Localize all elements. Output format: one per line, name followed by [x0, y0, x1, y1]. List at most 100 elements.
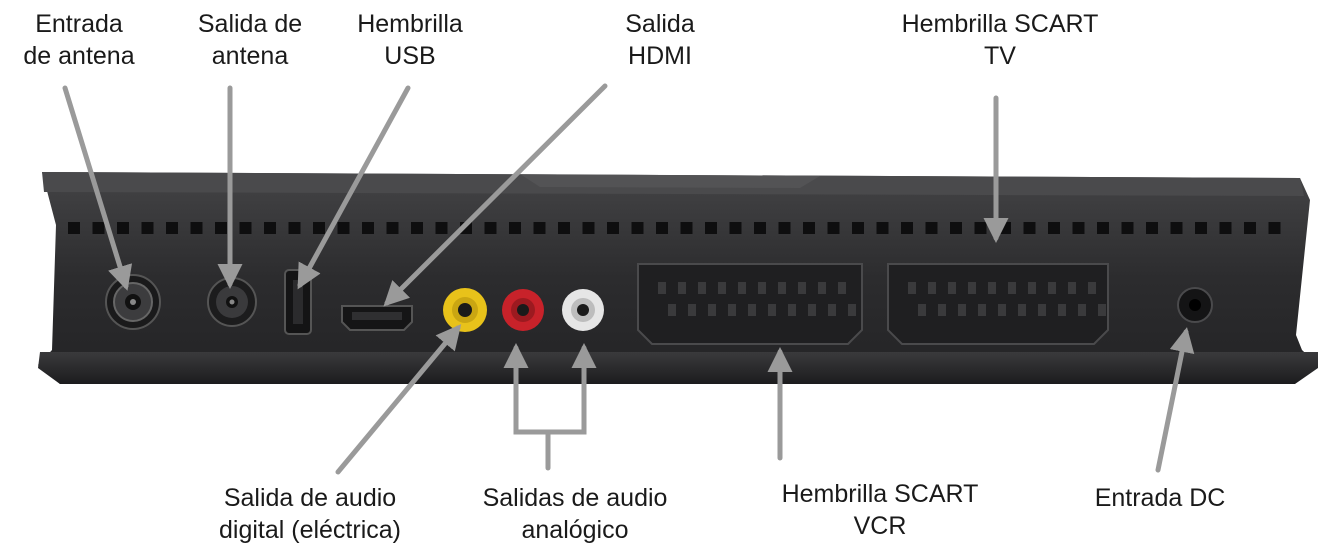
rca-white-jack — [562, 289, 604, 331]
scart-pin — [728, 304, 736, 316]
vent-slot — [852, 222, 864, 234]
hdmi-port — [341, 305, 413, 331]
vent-slot — [1097, 222, 1109, 234]
scart-pin — [768, 304, 776, 316]
vent-slot — [1121, 222, 1134, 234]
scart-pin — [668, 304, 676, 316]
scart-pin — [928, 282, 936, 294]
scart-pin — [1018, 304, 1026, 316]
scart-pin — [908, 282, 916, 294]
dc-in-jack — [1177, 287, 1213, 323]
vent-slot — [754, 222, 766, 234]
vent-slot — [558, 222, 570, 234]
label-dc-in: Entrada DC — [1094, 484, 1226, 512]
scart-pin — [1088, 282, 1096, 294]
vent-slot — [925, 222, 938, 234]
arrow-antenna-in — [62, 85, 133, 291]
vent-slot — [582, 222, 595, 234]
vent-slot — [1170, 222, 1183, 234]
vent-slot — [876, 222, 889, 234]
scart-pin — [1098, 304, 1106, 316]
label-antenna-in: Entrada de antena — [23, 10, 135, 70]
vent-slot — [901, 222, 913, 234]
arrow-usb — [297, 85, 411, 290]
vent-slot — [386, 222, 399, 234]
usb-port — [284, 269, 312, 335]
arrow-dc-in — [1155, 327, 1195, 473]
vent-slot — [656, 222, 668, 234]
label-scart-tv: Hembrilla SCART TV — [901, 10, 1099, 70]
scart-pin — [808, 304, 816, 316]
scart-pin — [708, 304, 716, 316]
vent-slot — [1195, 222, 1207, 234]
scart-pin — [978, 304, 986, 316]
label-usb: Hembrilla USB — [357, 10, 463, 70]
vent-slot — [680, 222, 693, 234]
scart-pin — [948, 282, 956, 294]
rca-yellow-jack — [443, 288, 487, 332]
scart-pin — [788, 304, 796, 316]
scart-pin — [848, 304, 856, 316]
arrow-digital-audio — [335, 324, 462, 475]
scart-pin — [818, 282, 826, 294]
vent-slot — [1268, 222, 1281, 234]
vent-slot — [509, 222, 521, 234]
vent-slot — [362, 222, 374, 234]
scart-pin — [1058, 304, 1066, 316]
vent-slot — [950, 222, 962, 234]
vent-slot — [999, 222, 1011, 234]
scart-pin — [1048, 282, 1056, 294]
vent-slot — [215, 222, 227, 234]
scart-pin — [658, 282, 666, 294]
antenna-out-connector — [207, 277, 257, 327]
label-antenna-out: Salida de antena — [197, 10, 303, 70]
vent-slot — [778, 222, 791, 234]
scart-pin — [718, 282, 726, 294]
vent-slot — [533, 222, 546, 234]
vent-slot — [1219, 222, 1232, 234]
scart-pin — [688, 304, 696, 316]
scart-pin — [758, 282, 766, 294]
arrow-hdmi — [383, 83, 608, 307]
vent-slot — [337, 222, 350, 234]
scart-pin — [1028, 282, 1036, 294]
antenna-in-connector — [105, 274, 161, 330]
scart-pin — [828, 304, 836, 316]
label-hdmi: Salida HDMI — [625, 10, 695, 70]
vent-slot — [264, 222, 276, 234]
scart-pin — [838, 282, 846, 294]
vent-slot — [803, 222, 815, 234]
vent-slot — [827, 222, 840, 234]
vent-slot — [92, 222, 105, 234]
scart-pin — [778, 282, 786, 294]
scart-pin — [938, 304, 946, 316]
label-scart-vcr: Hembrilla SCART VCR — [781, 480, 979, 540]
vent-slot — [1023, 222, 1036, 234]
label-digital-audio: Salida de audio digital (eléctrica) — [218, 484, 401, 544]
scart-pin — [1068, 282, 1076, 294]
label-analog-audio: Salidas de audio analógico — [482, 484, 668, 544]
vent-slot — [68, 222, 80, 234]
vent-slot — [705, 222, 717, 234]
vent-slot — [435, 222, 448, 234]
vent-slot — [117, 222, 129, 234]
ventilation-slots — [68, 222, 1281, 234]
vent-slot — [484, 222, 497, 234]
scart-pin — [738, 282, 746, 294]
vent-slot — [288, 222, 301, 234]
vent-slot — [607, 222, 619, 234]
rca-red-jack — [502, 289, 544, 331]
vent-slot — [1072, 222, 1085, 234]
vent-slot — [190, 222, 203, 234]
scart-pin — [968, 282, 976, 294]
scart-vcr-socket — [637, 263, 863, 345]
pointer-arrows — [62, 83, 1195, 475]
scart-pin — [678, 282, 686, 294]
vent-slot — [1048, 222, 1060, 234]
vent-slot — [239, 222, 252, 234]
scart-pin — [918, 304, 926, 316]
vent-slot — [1244, 222, 1256, 234]
scart-tv-socket — [887, 263, 1109, 345]
